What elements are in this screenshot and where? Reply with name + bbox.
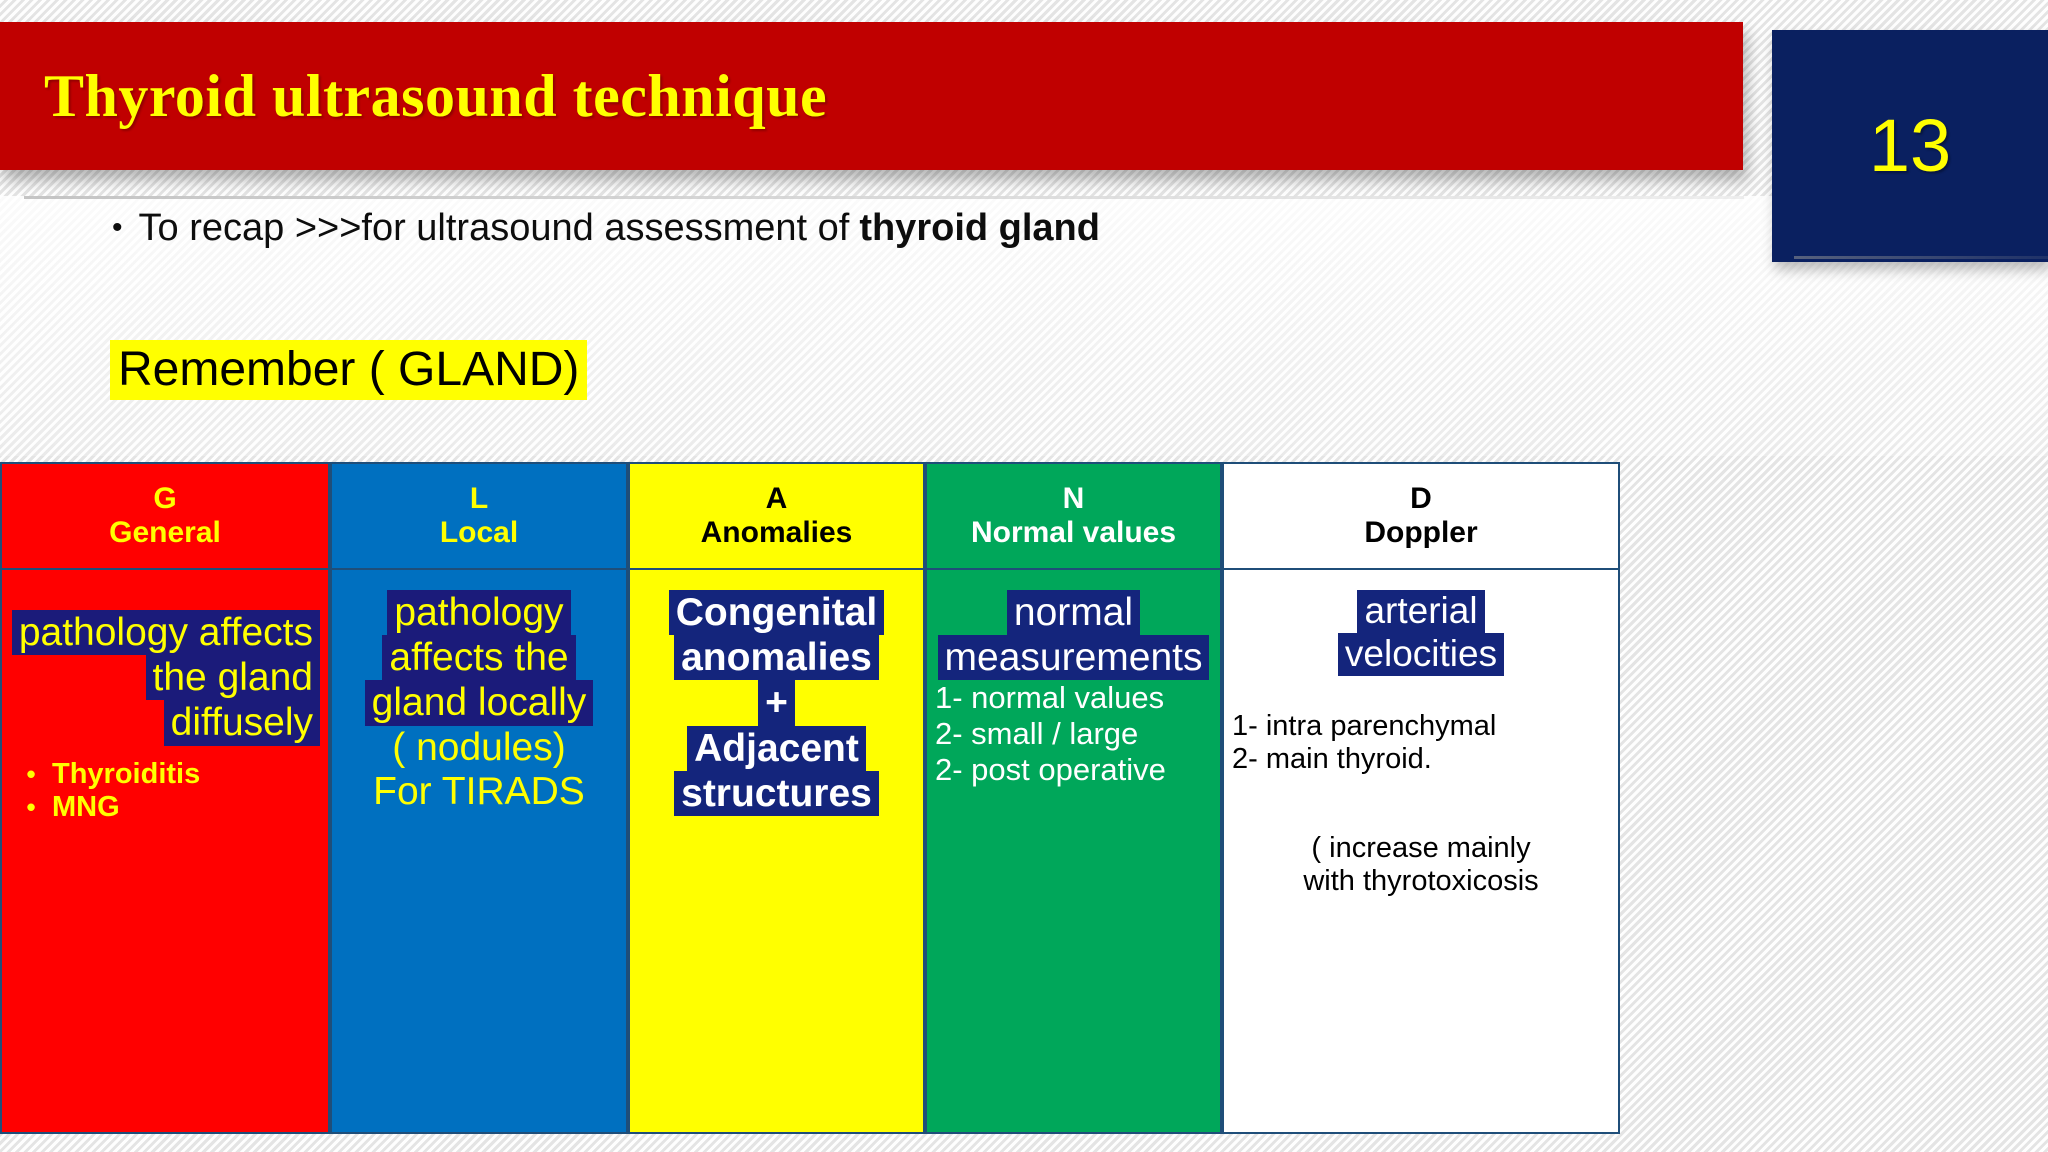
a-line-1: Congenital	[668, 590, 885, 636]
d-line-1: arterial	[1357, 590, 1485, 633]
table-header-n: N Normal values	[925, 462, 1222, 570]
g-bullet-list: • Thyroiditis • MNG	[10, 758, 320, 824]
n-line-2: measurements	[937, 635, 1210, 681]
header-letter: N	[1062, 482, 1085, 516]
n-highlighted-block: normal measurements	[935, 590, 1212, 681]
n-plain-2: 2- small / large	[935, 716, 1139, 752]
a-line-2: anomalies	[674, 635, 879, 681]
l-highlighted-block: pathology affects the gland locally	[340, 590, 618, 726]
n-plain-block: 1- normal values 2- small / large 2- pos…	[935, 680, 1212, 788]
d-note-1: ( increase mainly	[1311, 831, 1531, 864]
table-header-a: A Anomalies	[628, 462, 925, 570]
l-plain-block: ( nodules) For TIRADS	[340, 726, 618, 814]
table-cell-a: Congenital anomalies + Adjacent structur…	[628, 570, 925, 1134]
l-line-2: affects the	[382, 635, 576, 681]
l-plain-2: For TIRADS	[373, 769, 585, 813]
list-item: • MNG	[10, 791, 320, 824]
g-bullet-2: MNG	[52, 790, 120, 823]
header-word: Anomalies	[700, 516, 853, 549]
d-plain-block: 1- intra parenchymal 2- main thyroid.	[1232, 710, 1610, 776]
g-line-1: pathology affects	[11, 610, 320, 656]
d-highlighted-block: arterial velocities	[1232, 590, 1610, 676]
g-line-3: diffusely	[163, 700, 320, 746]
slide-title-bar: Thyroid ultrasound technique	[0, 22, 1743, 170]
n-plain-1: 1- normal values	[935, 680, 1165, 716]
page-title: Thyroid ultrasound technique	[44, 62, 828, 129]
d-note-block: ( increase mainly with thyrotoxicosis	[1232, 832, 1610, 898]
title-divider	[24, 196, 1744, 199]
table-cell-g: pathology affects the gland diffusely • …	[0, 570, 330, 1134]
slide-number-value: 13	[1868, 104, 1952, 187]
badge-divider	[1794, 256, 2048, 259]
l-line-1: pathology	[387, 590, 571, 636]
header-word: Normal values	[970, 516, 1177, 549]
slide-number-badge: 13	[1772, 30, 2048, 262]
table-cell-n: normal measurements 1- normal values 2- …	[925, 570, 1222, 1134]
list-item: • Thyroiditis	[10, 758, 320, 791]
remember-highlight: Remember ( GLAND)	[110, 340, 588, 400]
n-plain-3: 2- post operative	[935, 752, 1166, 788]
header-letter: L	[469, 482, 489, 516]
header-letter: A	[765, 482, 788, 516]
l-plain-1: ( nodules)	[392, 725, 566, 769]
table-cell-d: arterial velocities 1- intra parenchymal…	[1222, 570, 1620, 1134]
a-highlighted-block: Congenital anomalies + Adjacent structur…	[638, 590, 915, 817]
bullet-icon: •	[26, 758, 36, 789]
recap-text: To recap >>>for ultrasound assessment of	[138, 206, 850, 249]
bullet-icon: •	[26, 791, 36, 822]
d-note-2: with thyrotoxicosis	[1303, 864, 1539, 897]
l-line-3: gland locally	[364, 680, 594, 726]
header-letter: D	[1410, 482, 1432, 516]
g-highlighted-block: pathology affects the gland diffusely	[10, 610, 320, 746]
header-word: Local	[439, 516, 519, 549]
table-cell-l: pathology affects the gland locally ( no…	[330, 570, 628, 1134]
a-line-3: +	[758, 680, 795, 726]
header-word: Doppler	[1364, 516, 1478, 549]
header-word: General	[109, 516, 221, 549]
d-line-2: velocities	[1337, 632, 1505, 676]
recap-bullet-line: • To recap >>>for ultrasound assessment …	[112, 197, 1612, 259]
remember-line: Remember ( GLAND)	[110, 340, 588, 402]
table-header-g: G General	[0, 462, 330, 570]
bullet-icon: •	[112, 211, 123, 244]
d-plain-1: 1- intra parenchymal	[1232, 709, 1497, 742]
recap-emphasis: thyroid gland	[859, 206, 1100, 249]
table-header-d: D Doppler	[1222, 462, 1620, 570]
n-line-1: normal	[1006, 590, 1141, 636]
table-header-l: L Local	[330, 462, 628, 570]
gland-table: G General L Local A Anomalies N Normal v…	[0, 462, 1993, 1134]
a-line-4: Adjacent	[687, 725, 866, 771]
g-bullet-1: Thyroiditis	[52, 757, 201, 790]
d-plain-2: 2- main thyroid.	[1232, 742, 1432, 775]
g-line-2: the gland	[145, 655, 320, 701]
a-line-5: structures	[674, 770, 879, 817]
header-letter: G	[153, 482, 177, 516]
